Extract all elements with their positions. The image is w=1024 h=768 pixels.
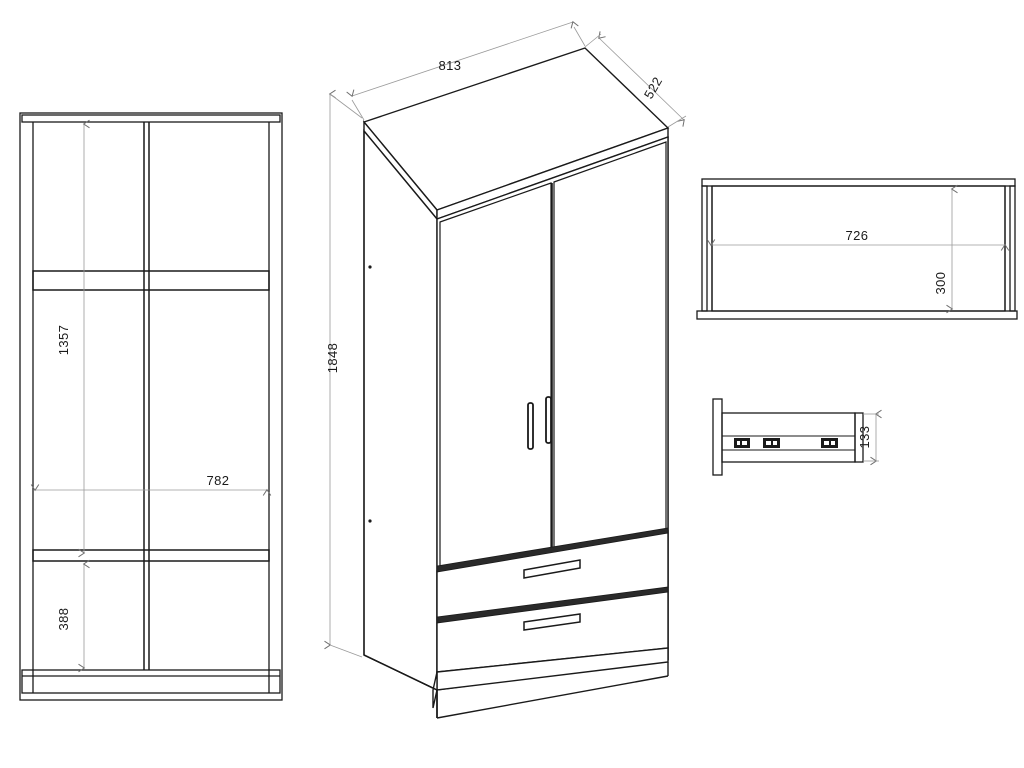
left-side-panel-face (363, 129, 438, 692)
drawer-top-dimensions (706, 184, 1010, 314)
dimension-label-388: 388 (56, 608, 71, 631)
rail-bracket-1 (734, 438, 750, 448)
hinge-markers (368, 265, 372, 523)
base-plinth (21, 669, 281, 694)
ext-522-top (584, 33, 602, 48)
dimension-label-1357: 1357 (56, 325, 71, 356)
lower-shelf (32, 549, 270, 562)
door-left (439, 182, 552, 590)
dimension-label-300: 300 (933, 272, 948, 295)
view-isometric-wardrobe (362, 47, 670, 719)
front-elevation-dimensions (30, 119, 272, 673)
dimline-813 (346, 20, 579, 98)
ext-1848-bottom (329, 644, 363, 658)
floor-line-left (363, 654, 438, 691)
ext-813-right (573, 26, 586, 47)
ext-522-bottom (667, 115, 687, 128)
drawer-upper-top-edge (436, 527, 669, 573)
carcass-outline (19, 112, 283, 701)
drawer-lower-top-edge (436, 586, 669, 624)
dimline-522 (598, 31, 685, 127)
ext-813-left (351, 99, 365, 121)
door-right (553, 141, 667, 570)
rail-bracket-3 (821, 438, 838, 448)
drawer-side-dimensions (863, 409, 882, 466)
hinge-dot-bottom (368, 519, 372, 523)
dimension-label-813: 813 (439, 58, 462, 73)
drawer-front-rail (696, 310, 1018, 320)
door-handle-left[interactable] (527, 402, 534, 450)
isometric-dimensions (324, 20, 687, 658)
dimension-label-1848: 1848 (325, 343, 340, 374)
rail-bracket-2 (763, 438, 780, 448)
top-panel (21, 114, 281, 123)
view-front-elevation (19, 112, 283, 701)
door-handle-right[interactable] (545, 396, 552, 444)
drawer-side-back-plate (854, 412, 864, 463)
drawer-handle-lower[interactable] (523, 613, 581, 631)
drawer-handle-upper[interactable] (523, 559, 581, 579)
ext-1848-top (329, 93, 363, 119)
hinge-dot-top (368, 265, 372, 269)
view-drawer-side (712, 398, 864, 476)
bottom-front-edge (436, 675, 669, 719)
upper-shelf (32, 270, 270, 291)
dimension-label-133: 133 (857, 426, 872, 449)
dimension-label-782: 782 (207, 473, 230, 488)
drawer-rail-hardware (734, 438, 838, 448)
dimension-label-726: 726 (846, 228, 869, 243)
